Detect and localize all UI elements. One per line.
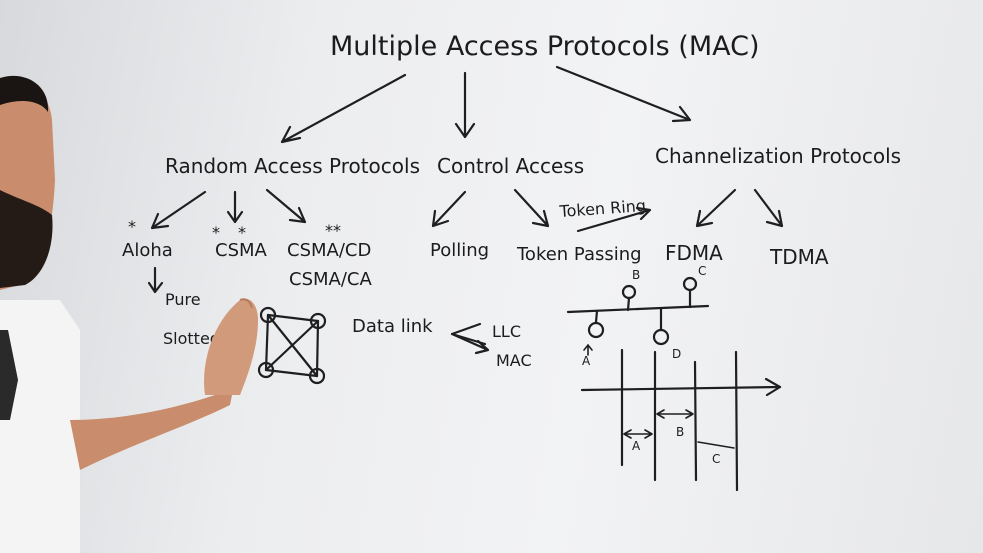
timeline-slot-b: B <box>676 425 684 439</box>
arrow-to-pure <box>147 266 164 294</box>
mesh-network-diagram <box>257 306 327 385</box>
category-random-access: Random Access Protocols <box>165 154 420 178</box>
star-mark-csma-2: * <box>238 223 246 242</box>
datalink-label: Data link <box>352 316 433 337</box>
item-fdma: FDMA <box>665 241 723 265</box>
double-star-mark-csma-cd: ** <box>325 221 341 240</box>
category-control-access: Control Access <box>437 154 584 178</box>
arrow-to-tdma <box>753 188 784 228</box>
arrow-to-fdma <box>695 188 737 228</box>
timeline-slot-c: C <box>712 452 720 466</box>
star-mark-csma: * <box>212 223 220 242</box>
bus-station-d: D <box>672 347 681 361</box>
arrow-to-csma <box>226 190 244 224</box>
presenter-figure <box>0 75 258 553</box>
item-csma: CSMA <box>215 240 268 261</box>
arrow-to-polling <box>431 190 467 228</box>
item-tdma: TDMA <box>769 245 829 269</box>
arrow-to-aloha <box>150 190 207 230</box>
board-title: Multiple Access Protocols (MAC) <box>330 31 760 62</box>
datalink-arrow-mac <box>450 332 490 355</box>
item-csma-ca: CSMA/CA <box>289 269 372 290</box>
item-aloha: Aloha <box>122 240 173 261</box>
bus-station-a: A <box>582 354 591 368</box>
tdma-timeline-diagram <box>580 348 782 492</box>
star-mark-aloha: * <box>128 217 136 236</box>
arrow-to-csma-cd <box>265 188 307 224</box>
bus-station-c: C <box>698 264 706 278</box>
arrow-to-control <box>454 71 476 139</box>
category-channelization: Channelization Protocols <box>655 144 901 168</box>
bus-topology-diagram <box>566 276 710 356</box>
item-polling: Polling <box>430 240 489 261</box>
arrow-to-random <box>280 73 407 144</box>
timeline-slot-a: A <box>632 439 641 453</box>
token-ring-arrow <box>576 206 652 233</box>
item-pure: Pure <box>165 290 201 309</box>
datalink-llc: LLC <box>492 322 521 341</box>
item-token-ring: Token Ring <box>558 196 647 221</box>
datalink-mac: MAC <box>496 351 532 370</box>
arrow-to-token-passing <box>513 188 550 228</box>
item-token-passing: Token Passing <box>516 244 642 265</box>
arrow-to-channel <box>555 65 692 123</box>
item-csma-cd: CSMA/CD <box>287 240 371 261</box>
bus-station-b: B <box>632 268 640 282</box>
item-slotted: Slotted <box>163 329 220 348</box>
